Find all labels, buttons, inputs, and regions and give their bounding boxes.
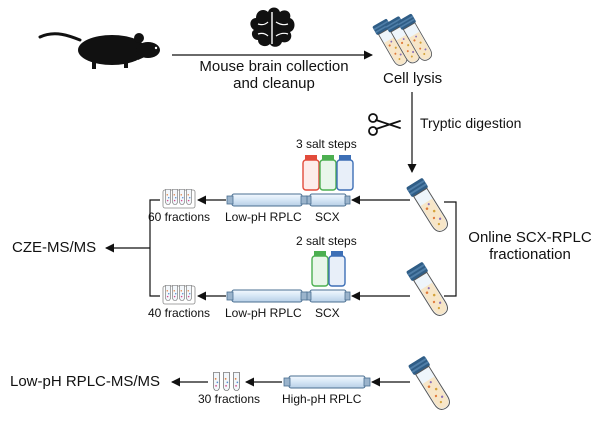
scissors-icon	[368, 113, 401, 136]
sample-tube-bottom	[407, 354, 455, 414]
rplc-column-middle	[226, 289, 308, 303]
collection-label-line2: and cleanup	[233, 75, 315, 93]
rplc-column-top	[226, 193, 308, 207]
collection-label: Mouse brain collection and cleanup	[186, 58, 362, 93]
fraction-tubes-top	[162, 189, 196, 209]
digestion-label: Tryptic digestion	[420, 115, 522, 131]
online-bracket	[444, 201, 457, 297]
rplc-top-label: Low-pH RPLC	[225, 210, 302, 224]
collection-label-line1: Mouse brain collection	[199, 58, 349, 75]
online-label-line1: Online SCX-RPLC	[468, 229, 592, 246]
rplc-bottom-label: High-pH RPLC	[282, 392, 362, 406]
lowph-output-label: Low-pH RPLC-MS/MS	[10, 373, 161, 390]
salt-steps-top-label: 3 salt steps	[296, 137, 357, 151]
sample-tube-middle	[405, 260, 453, 320]
mouse-icon	[38, 32, 160, 69]
scx-column-top	[305, 193, 351, 207]
sample-tube-top	[405, 176, 453, 236]
cze-output-label: CZE-MS/MS	[12, 239, 97, 256]
scx-column-middle	[305, 289, 351, 303]
fractions-bottom-label: 30 fractions	[198, 392, 261, 406]
lysis-label: Cell lysis	[383, 70, 443, 87]
online-label: Online SCX-RPLC fractionation	[458, 229, 602, 264]
salt-bottles-3	[302, 155, 354, 191]
fractions-middle-label: 40 fractions	[148, 306, 211, 320]
rplc-middle-label: Low-pH RPLC	[225, 306, 302, 320]
fraction-tubes-middle	[162, 285, 196, 305]
salt-steps-middle-label: 2 salt steps	[296, 234, 357, 248]
rplc-column-bottom	[283, 375, 371, 389]
online-label-line2: fractionation	[489, 246, 571, 264]
fractions-top-label: 60 fractions	[148, 210, 211, 224]
scx-middle-label: SCX	[315, 306, 340, 320]
lysis-tubes-icon	[371, 12, 436, 70]
brain-icon	[250, 7, 295, 47]
salt-bottles-2	[311, 251, 346, 287]
fraction-tubes-bottom	[213, 372, 240, 391]
scx-top-label: SCX	[315, 210, 340, 224]
